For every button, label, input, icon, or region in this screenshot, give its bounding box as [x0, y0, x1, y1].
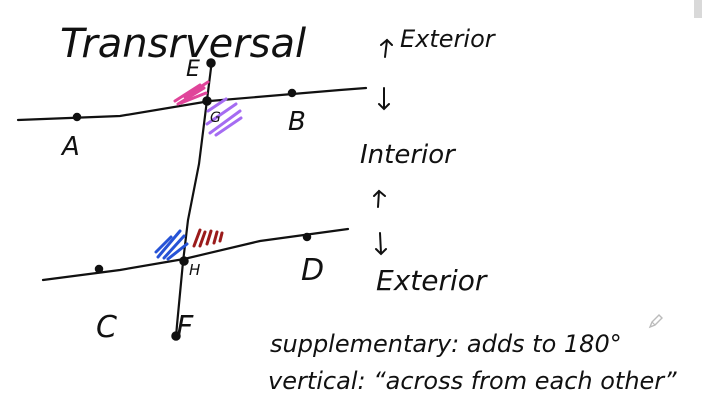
label-f: F [176, 310, 194, 345]
pencil-icon[interactable] [648, 313, 664, 329]
region-label-bottom: Exterior [376, 264, 488, 297]
label-h: H [189, 261, 200, 279]
point-h-marker [179, 256, 189, 266]
vertical-note: vertical: “across from each other” [268, 367, 677, 395]
supplementary-note: supplementary: adds to 180° [270, 330, 622, 358]
label-a: A [60, 132, 80, 162]
arrow-up-icon [380, 38, 393, 58]
angle-highlight-pink [173, 80, 210, 106]
arrow-down-icon [378, 87, 390, 111]
corner-tab [694, 0, 702, 18]
label-e: E [186, 57, 200, 82]
point-e-marker [206, 58, 216, 68]
region-label-top: Exterior [400, 25, 497, 53]
label-d: D [301, 253, 324, 288]
angle-highlight-purple [205, 97, 243, 137]
angle-highlight-dark-red [192, 228, 224, 248]
point-a-marker [72, 112, 82, 122]
point-markers [72, 58, 312, 341]
point-f-marker [171, 331, 181, 341]
point-c-marker [94, 264, 104, 274]
label-c: C [96, 310, 117, 345]
diagram-title: Transrversal [60, 21, 306, 67]
point-b-marker [287, 88, 297, 98]
label-b: B [288, 107, 306, 137]
arrow-up-icon [373, 189, 386, 208]
region-label-middle: Interior [360, 140, 457, 170]
point-g-marker [202, 96, 212, 106]
arrow-down-icon [375, 232, 387, 256]
label-g: G [210, 110, 221, 126]
angle-highlight-blue [154, 229, 189, 261]
point-d-marker [302, 232, 312, 242]
